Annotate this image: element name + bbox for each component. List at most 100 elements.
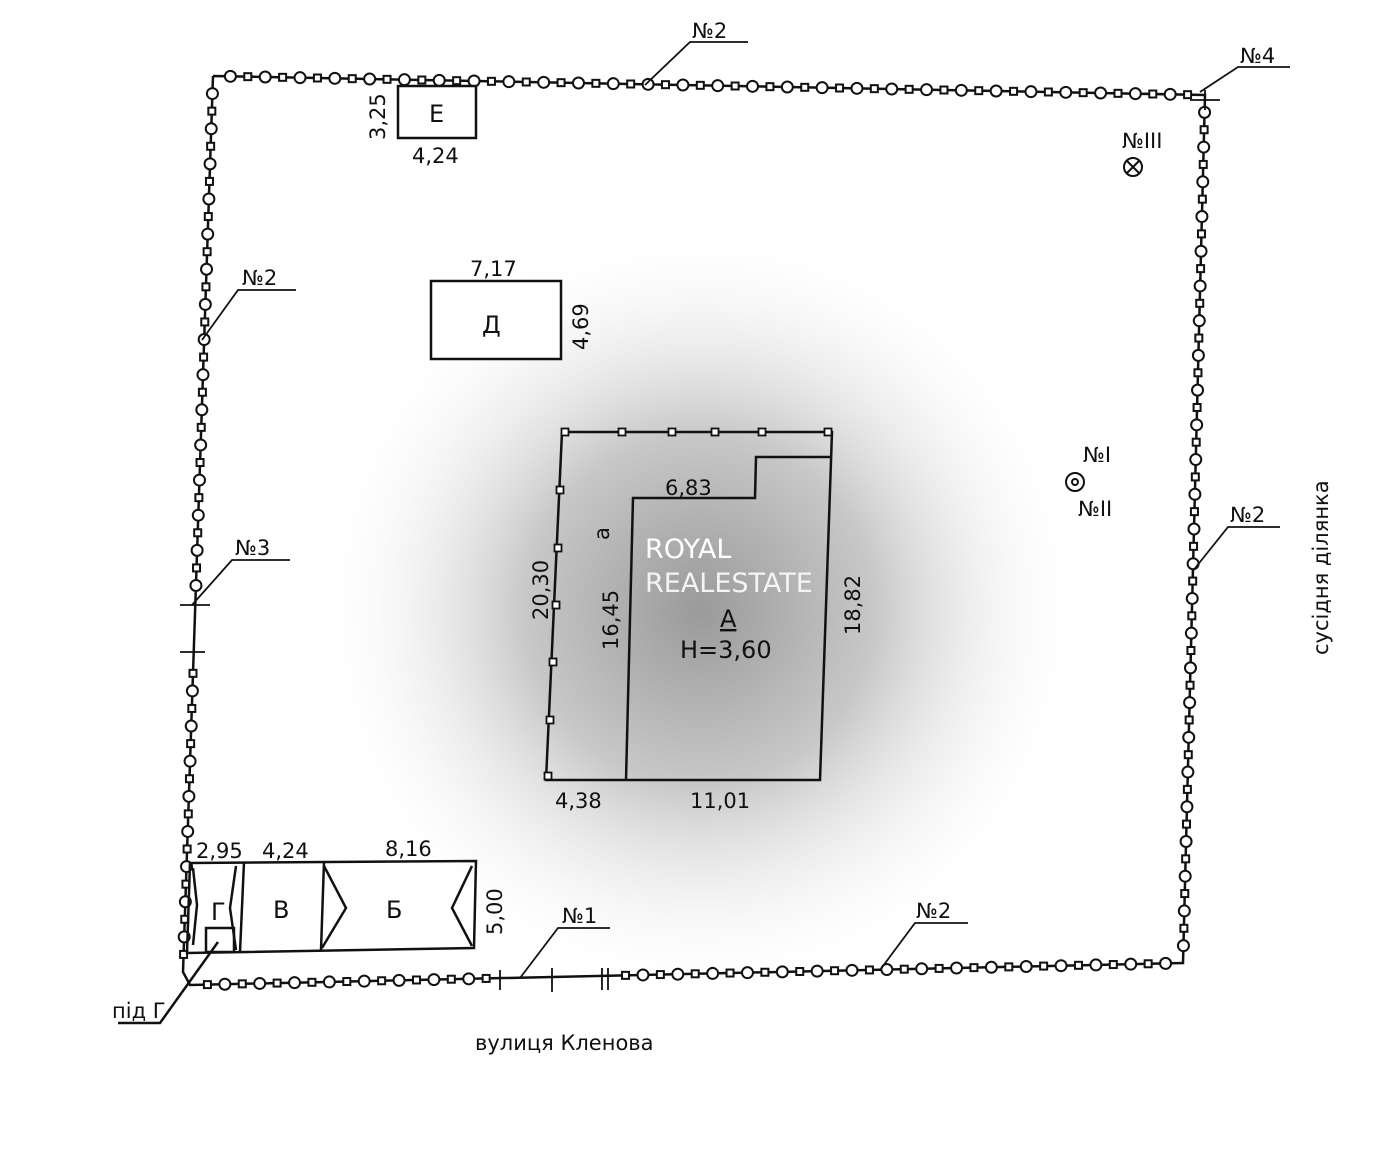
- building-e-height: 3,25: [366, 93, 390, 140]
- fence-post: [183, 754, 197, 768]
- fence-post: [1078, 88, 1088, 98]
- watermark-shade: [310, 220, 1090, 1000]
- building-a-annex-label: а: [590, 527, 614, 540]
- fence-post: [1019, 959, 1033, 973]
- fence-post: [641, 77, 655, 91]
- fence-post: [181, 824, 195, 838]
- building-a-label: А: [720, 605, 737, 633]
- fence-post: [1159, 956, 1173, 970]
- fence-post: [184, 719, 198, 733]
- fence-post: [695, 80, 705, 90]
- fence-label-left-upper: №2: [242, 266, 277, 290]
- fence-post: [1196, 264, 1206, 274]
- fence-post: [850, 81, 864, 95]
- fence-post: [1094, 86, 1108, 100]
- fence-post: [397, 73, 411, 87]
- fence-post: [196, 368, 210, 382]
- fence-post: [1183, 696, 1197, 710]
- annex-post: [710, 427, 720, 437]
- fence-post: [800, 82, 810, 92]
- building-b-label: Б: [386, 896, 402, 924]
- fence-post: [392, 973, 406, 987]
- building-a-right-dim: 18,82: [841, 575, 865, 635]
- building-v-width: 4,24: [262, 839, 309, 863]
- fence-post: [1043, 87, 1053, 97]
- fence-post: [760, 967, 770, 977]
- fence-post: [1176, 939, 1190, 953]
- fence-post: [272, 978, 282, 988]
- building-v-label: В: [273, 896, 289, 924]
- fence-post: [201, 282, 211, 292]
- fence-post: [1183, 90, 1193, 100]
- fence-post: [1196, 175, 1210, 189]
- fence-post: [258, 70, 272, 84]
- fence-post: [1179, 834, 1193, 848]
- fence-post: [1193, 279, 1207, 293]
- building-a-annex-markers: [543, 427, 833, 781]
- neighbor-label: сусідня ділянка: [1309, 480, 1333, 655]
- fence-post: [1197, 140, 1211, 154]
- fence-post: [278, 72, 288, 82]
- building-g-label: Г: [211, 898, 226, 926]
- fence-markers: [177, 69, 1212, 991]
- fence-post: [780, 80, 794, 94]
- fence-post: [322, 975, 336, 989]
- fence-post: [1194, 333, 1204, 343]
- fence-post: [1198, 159, 1208, 169]
- fence-post: [690, 969, 700, 979]
- fence-post: [1124, 957, 1138, 971]
- fence-post: [885, 82, 899, 96]
- fence-post: [1190, 472, 1200, 482]
- fence-post: [1181, 854, 1191, 864]
- fence-post: [382, 74, 392, 84]
- fence-post: [1113, 88, 1123, 98]
- fence-post: [1189, 541, 1199, 551]
- fence-post: [904, 84, 914, 94]
- fence-post: [1177, 904, 1191, 918]
- fence-post: [188, 668, 198, 678]
- fence-post: [462, 972, 476, 986]
- building-e: [396, 84, 478, 140]
- fence-post: [974, 86, 984, 96]
- fence-post: [202, 192, 216, 206]
- fence-post: [915, 962, 929, 976]
- fence-post: [1195, 210, 1209, 224]
- fence-post: [293, 71, 307, 85]
- annex-post: [757, 427, 767, 437]
- fence-post: [636, 968, 650, 982]
- fence-post: [357, 974, 371, 988]
- fence-label-top: №2: [692, 19, 727, 43]
- fence-label-left-lower: №3: [235, 536, 270, 560]
- fence-post: [194, 438, 208, 452]
- fence-post: [452, 76, 462, 86]
- fence-post: [1181, 765, 1195, 779]
- fence-post: [446, 974, 456, 984]
- fence-post: [1180, 800, 1194, 814]
- fence-post: [1193, 368, 1203, 378]
- fence-post: [207, 106, 217, 116]
- fence-post: [203, 157, 217, 171]
- fence-post: [984, 960, 998, 974]
- fence-post: [1188, 487, 1202, 501]
- fence-post: [1073, 960, 1083, 970]
- annex-post: [667, 427, 677, 437]
- fence-post: [1004, 962, 1014, 972]
- fence-post: [1183, 661, 1197, 675]
- fence-post: [427, 973, 441, 987]
- fence-post: [218, 977, 232, 991]
- building-e-width: 4,24: [412, 144, 459, 168]
- fence-post: [182, 844, 192, 854]
- fence-post: [189, 578, 203, 592]
- fence-post: [206, 141, 216, 151]
- fence-post: [202, 980, 212, 990]
- point-i-label: №I: [1083, 443, 1111, 467]
- fence-post: [411, 975, 421, 985]
- fence-post: [347, 74, 357, 84]
- fence-post: [202, 247, 212, 257]
- fence-post: [1192, 314, 1206, 328]
- building-b-height: 5,00: [483, 888, 507, 935]
- fence-post: [288, 976, 302, 990]
- annex-post: [560, 427, 570, 437]
- fence-post: [765, 82, 775, 92]
- annex-post: [551, 600, 561, 610]
